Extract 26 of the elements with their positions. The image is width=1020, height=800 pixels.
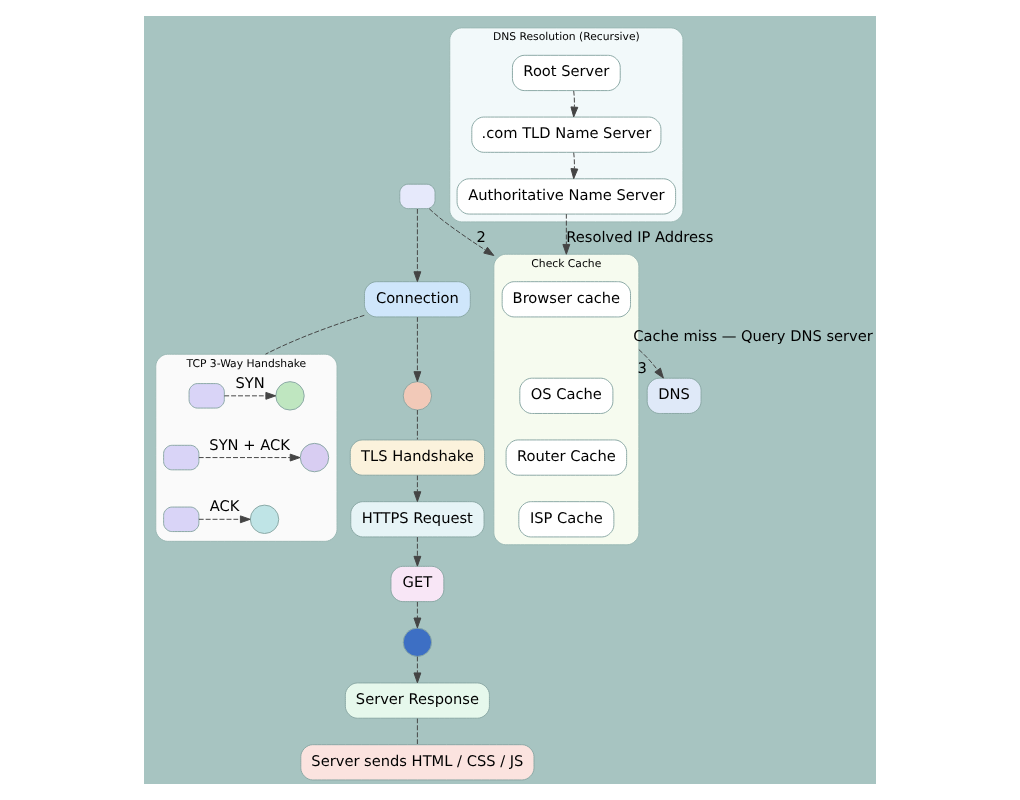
- arrow: [413, 316, 422, 382]
- node-circle: [402, 381, 433, 411]
- node-circle: [299, 442, 330, 473]
- arrow: [198, 453, 301, 462]
- arrow: [570, 152, 579, 180]
- arrow: [413, 208, 422, 283]
- arrow: [638, 349, 664, 379]
- node-box: [399, 183, 436, 210]
- arrow: [413, 536, 422, 567]
- node-circle: [275, 381, 305, 411]
- node-box: [163, 506, 200, 533]
- arrow: [223, 391, 277, 400]
- node-box: [188, 383, 225, 409]
- connector: [416, 718, 418, 746]
- arrow: [198, 515, 251, 524]
- arrow: [428, 208, 495, 256]
- arrow: [413, 601, 422, 629]
- connector: [416, 409, 418, 440]
- connector: [265, 314, 365, 355]
- node-circle: [249, 504, 280, 534]
- node-circle: [402, 627, 433, 657]
- node-box: [163, 444, 200, 471]
- arrow: [570, 90, 579, 118]
- arrow: [413, 656, 422, 684]
- arrow: [413, 475, 422, 502]
- arrow: [562, 213, 571, 255]
